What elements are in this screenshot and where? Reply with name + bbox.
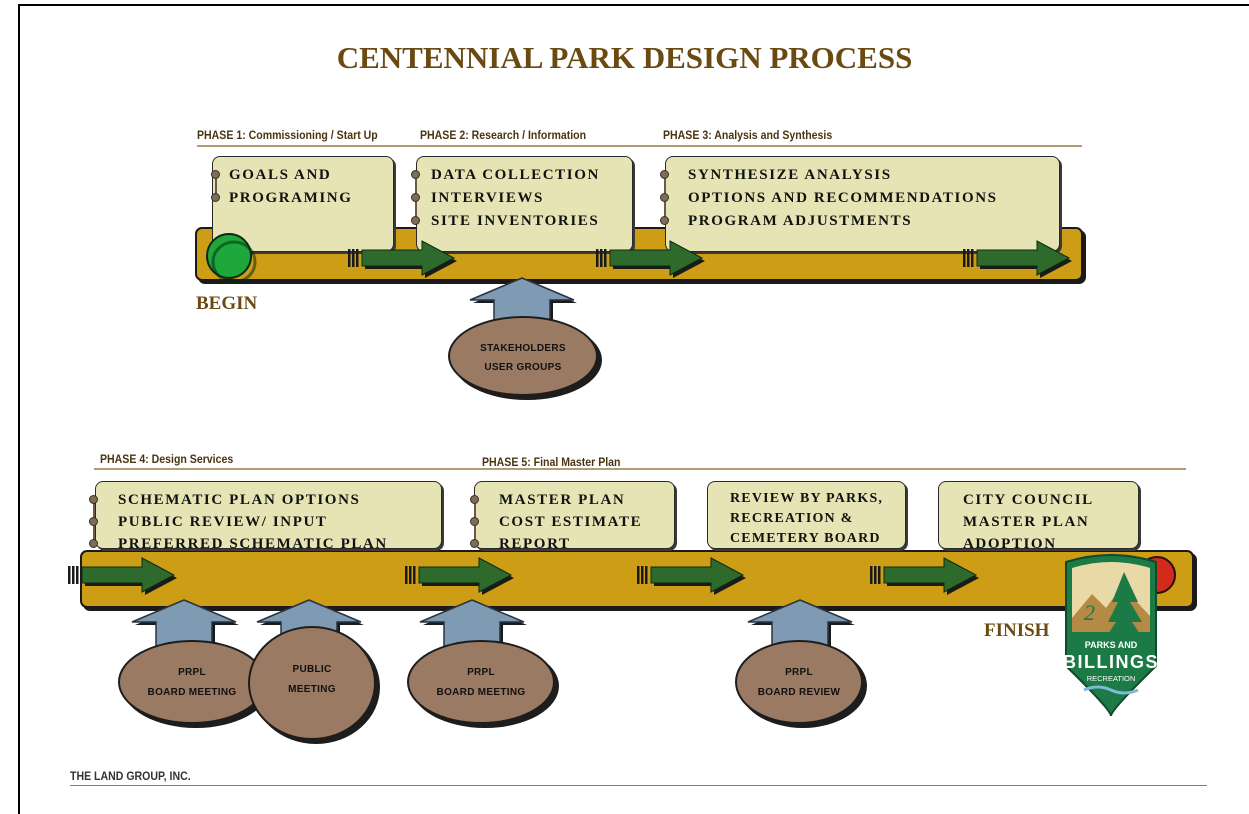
bullet-icon bbox=[470, 539, 479, 548]
ellipse-label: BOARD MEETING bbox=[436, 687, 526, 698]
ellipse-label: PRPL bbox=[467, 667, 495, 678]
ellipse-label: BOARD MEETING bbox=[147, 687, 237, 698]
phase-3-label: PHASE 3: Analysis and Synthesis bbox=[663, 128, 833, 142]
ellipse-label: PRPL bbox=[785, 667, 813, 678]
step-text: COST ESTIMATE bbox=[499, 514, 643, 530]
input-ellipse-prpl-board-review: PRPL BOARD REVIEW bbox=[735, 640, 863, 724]
footer-divider bbox=[70, 785, 1207, 786]
step-text: INTERVIEWS bbox=[431, 190, 545, 206]
input-ellipse-stakeholders: STAKEHOLDERS USER GROUPS bbox=[448, 316, 598, 396]
step-box-master-plan: MASTER PLAN COST ESTIMATE REPORT bbox=[474, 481, 675, 549]
input-ellipse-prpl-board-meeting-2: PRPL BOARD MEETING bbox=[407, 640, 555, 724]
step-text: REPORT bbox=[499, 536, 571, 549]
flow-arrow-icon bbox=[637, 557, 746, 595]
begin-label: BEGIN bbox=[196, 293, 258, 314]
finish-label: FINISH bbox=[984, 620, 1050, 641]
step-text: MASTER PLAN bbox=[963, 514, 1090, 530]
flow-arrow-icon bbox=[963, 240, 1072, 278]
bullet-connector bbox=[215, 174, 217, 198]
step-box-data-collection: DATA COLLECTION INTERVIEWS SITE INVENTOR… bbox=[416, 156, 633, 252]
step-text: PUBLIC REVIEW/ INPUT bbox=[118, 514, 328, 530]
step-text: REVIEW BY PARKS, bbox=[730, 491, 884, 506]
step-box-goals: GOALS AND PROGRAMING bbox=[212, 156, 394, 252]
billings-parks-logo: 2 PARKS AND BILLINGS RECREATION bbox=[1063, 554, 1159, 717]
input-ellipse-prpl-board-meeting-1: PRPL BOARD MEETING bbox=[118, 640, 266, 724]
footer-company: THE LAND GROUP, INC. bbox=[70, 769, 191, 783]
flow-arrow-icon bbox=[348, 240, 457, 278]
step-text: PROGRAMING bbox=[229, 190, 353, 206]
input-up-arrow-icon bbox=[131, 599, 239, 649]
input-up-arrow-icon bbox=[419, 599, 527, 649]
bullet-icon bbox=[89, 495, 98, 504]
logo-mark: 2 bbox=[1084, 600, 1095, 625]
start-circle-icon bbox=[206, 233, 257, 284]
flow-arrow-icon bbox=[870, 557, 979, 595]
step-text: OPTIONS AND RECOMMENDATIONS bbox=[688, 190, 998, 206]
input-up-arrow-icon bbox=[747, 599, 855, 649]
step-text: SCHEMATIC PLAN OPTIONS bbox=[118, 492, 361, 508]
phase-1-label: PHASE 1: Commissioning / Start Up bbox=[197, 128, 378, 142]
phase-4-label: PHASE 4: Design Services bbox=[100, 452, 234, 466]
bullet-icon bbox=[470, 495, 479, 504]
bullet-icon bbox=[660, 216, 669, 225]
bullet-icon bbox=[411, 193, 420, 202]
phase-5-label: PHASE 5: Final Master Plan bbox=[482, 455, 621, 469]
bullet-icon bbox=[411, 216, 420, 225]
step-box-schematic: SCHEMATIC PLAN OPTIONS PUBLIC REVIEW/ IN… bbox=[95, 481, 442, 549]
step-text: PREFERRED SCHEMATIC PLAN bbox=[118, 536, 388, 549]
logo-text: BILLINGS bbox=[1063, 652, 1159, 672]
phase-divider-row2 bbox=[94, 468, 1186, 470]
bullet-icon bbox=[89, 517, 98, 526]
step-box-city-council: CITY COUNCIL MASTER PLAN ADOPTION bbox=[938, 481, 1139, 549]
page-title: CENTENNIAL PARK DESIGN PROCESS bbox=[336, 40, 913, 75]
bullet-icon bbox=[211, 170, 220, 179]
step-box-board-review: REVIEW BY PARKS, RECREATION & CEMETERY B… bbox=[707, 481, 906, 549]
step-box-synthesize: SYNTHESIZE ANALYSIS OPTIONS AND RECOMMEN… bbox=[665, 156, 1060, 252]
step-text: GOALS AND bbox=[229, 167, 332, 183]
step-text: CITY COUNCIL bbox=[963, 492, 1094, 508]
phase-divider-row1 bbox=[197, 145, 1082, 147]
input-ellipse-public-meeting: PUBLIC MEETING bbox=[248, 626, 376, 740]
bullet-icon bbox=[470, 517, 479, 526]
bullet-icon bbox=[411, 170, 420, 179]
ellipse-label: BOARD REVIEW bbox=[757, 687, 841, 698]
bullet-icon bbox=[660, 193, 669, 202]
step-text: MASTER PLAN bbox=[499, 492, 626, 508]
page-frame bbox=[18, 4, 1249, 814]
step-text: ADOPTION bbox=[963, 536, 1057, 549]
flow-arrow-icon bbox=[596, 240, 705, 278]
ellipse-label: PRPL bbox=[178, 667, 206, 678]
bullet-icon bbox=[211, 193, 220, 202]
logo-text: RECREATION bbox=[1087, 674, 1136, 683]
bullet-icon bbox=[660, 170, 669, 179]
ellipse-label: MEETING bbox=[288, 684, 336, 695]
step-text: SITE INVENTORIES bbox=[431, 213, 600, 229]
logo-text: PARKS AND bbox=[1085, 640, 1138, 650]
phase-2-label: PHASE 2: Research / Information bbox=[420, 128, 587, 142]
ellipse-label: USER GROUPS bbox=[484, 362, 562, 373]
bullet-icon bbox=[89, 539, 98, 548]
step-text: CEMETERY BOARD bbox=[730, 531, 881, 546]
ellipse-label: PUBLIC bbox=[292, 664, 332, 675]
step-text: DATA COLLECTION bbox=[431, 167, 600, 183]
flow-arrow-icon bbox=[405, 557, 514, 595]
flow-arrow-icon bbox=[68, 557, 177, 595]
step-text: SYNTHESIZE ANALYSIS bbox=[688, 167, 892, 183]
step-text: PROGRAM ADJUSTMENTS bbox=[688, 213, 913, 229]
ellipse-label: STAKEHOLDERS bbox=[480, 343, 566, 354]
step-text: RECREATION & bbox=[730, 511, 854, 526]
